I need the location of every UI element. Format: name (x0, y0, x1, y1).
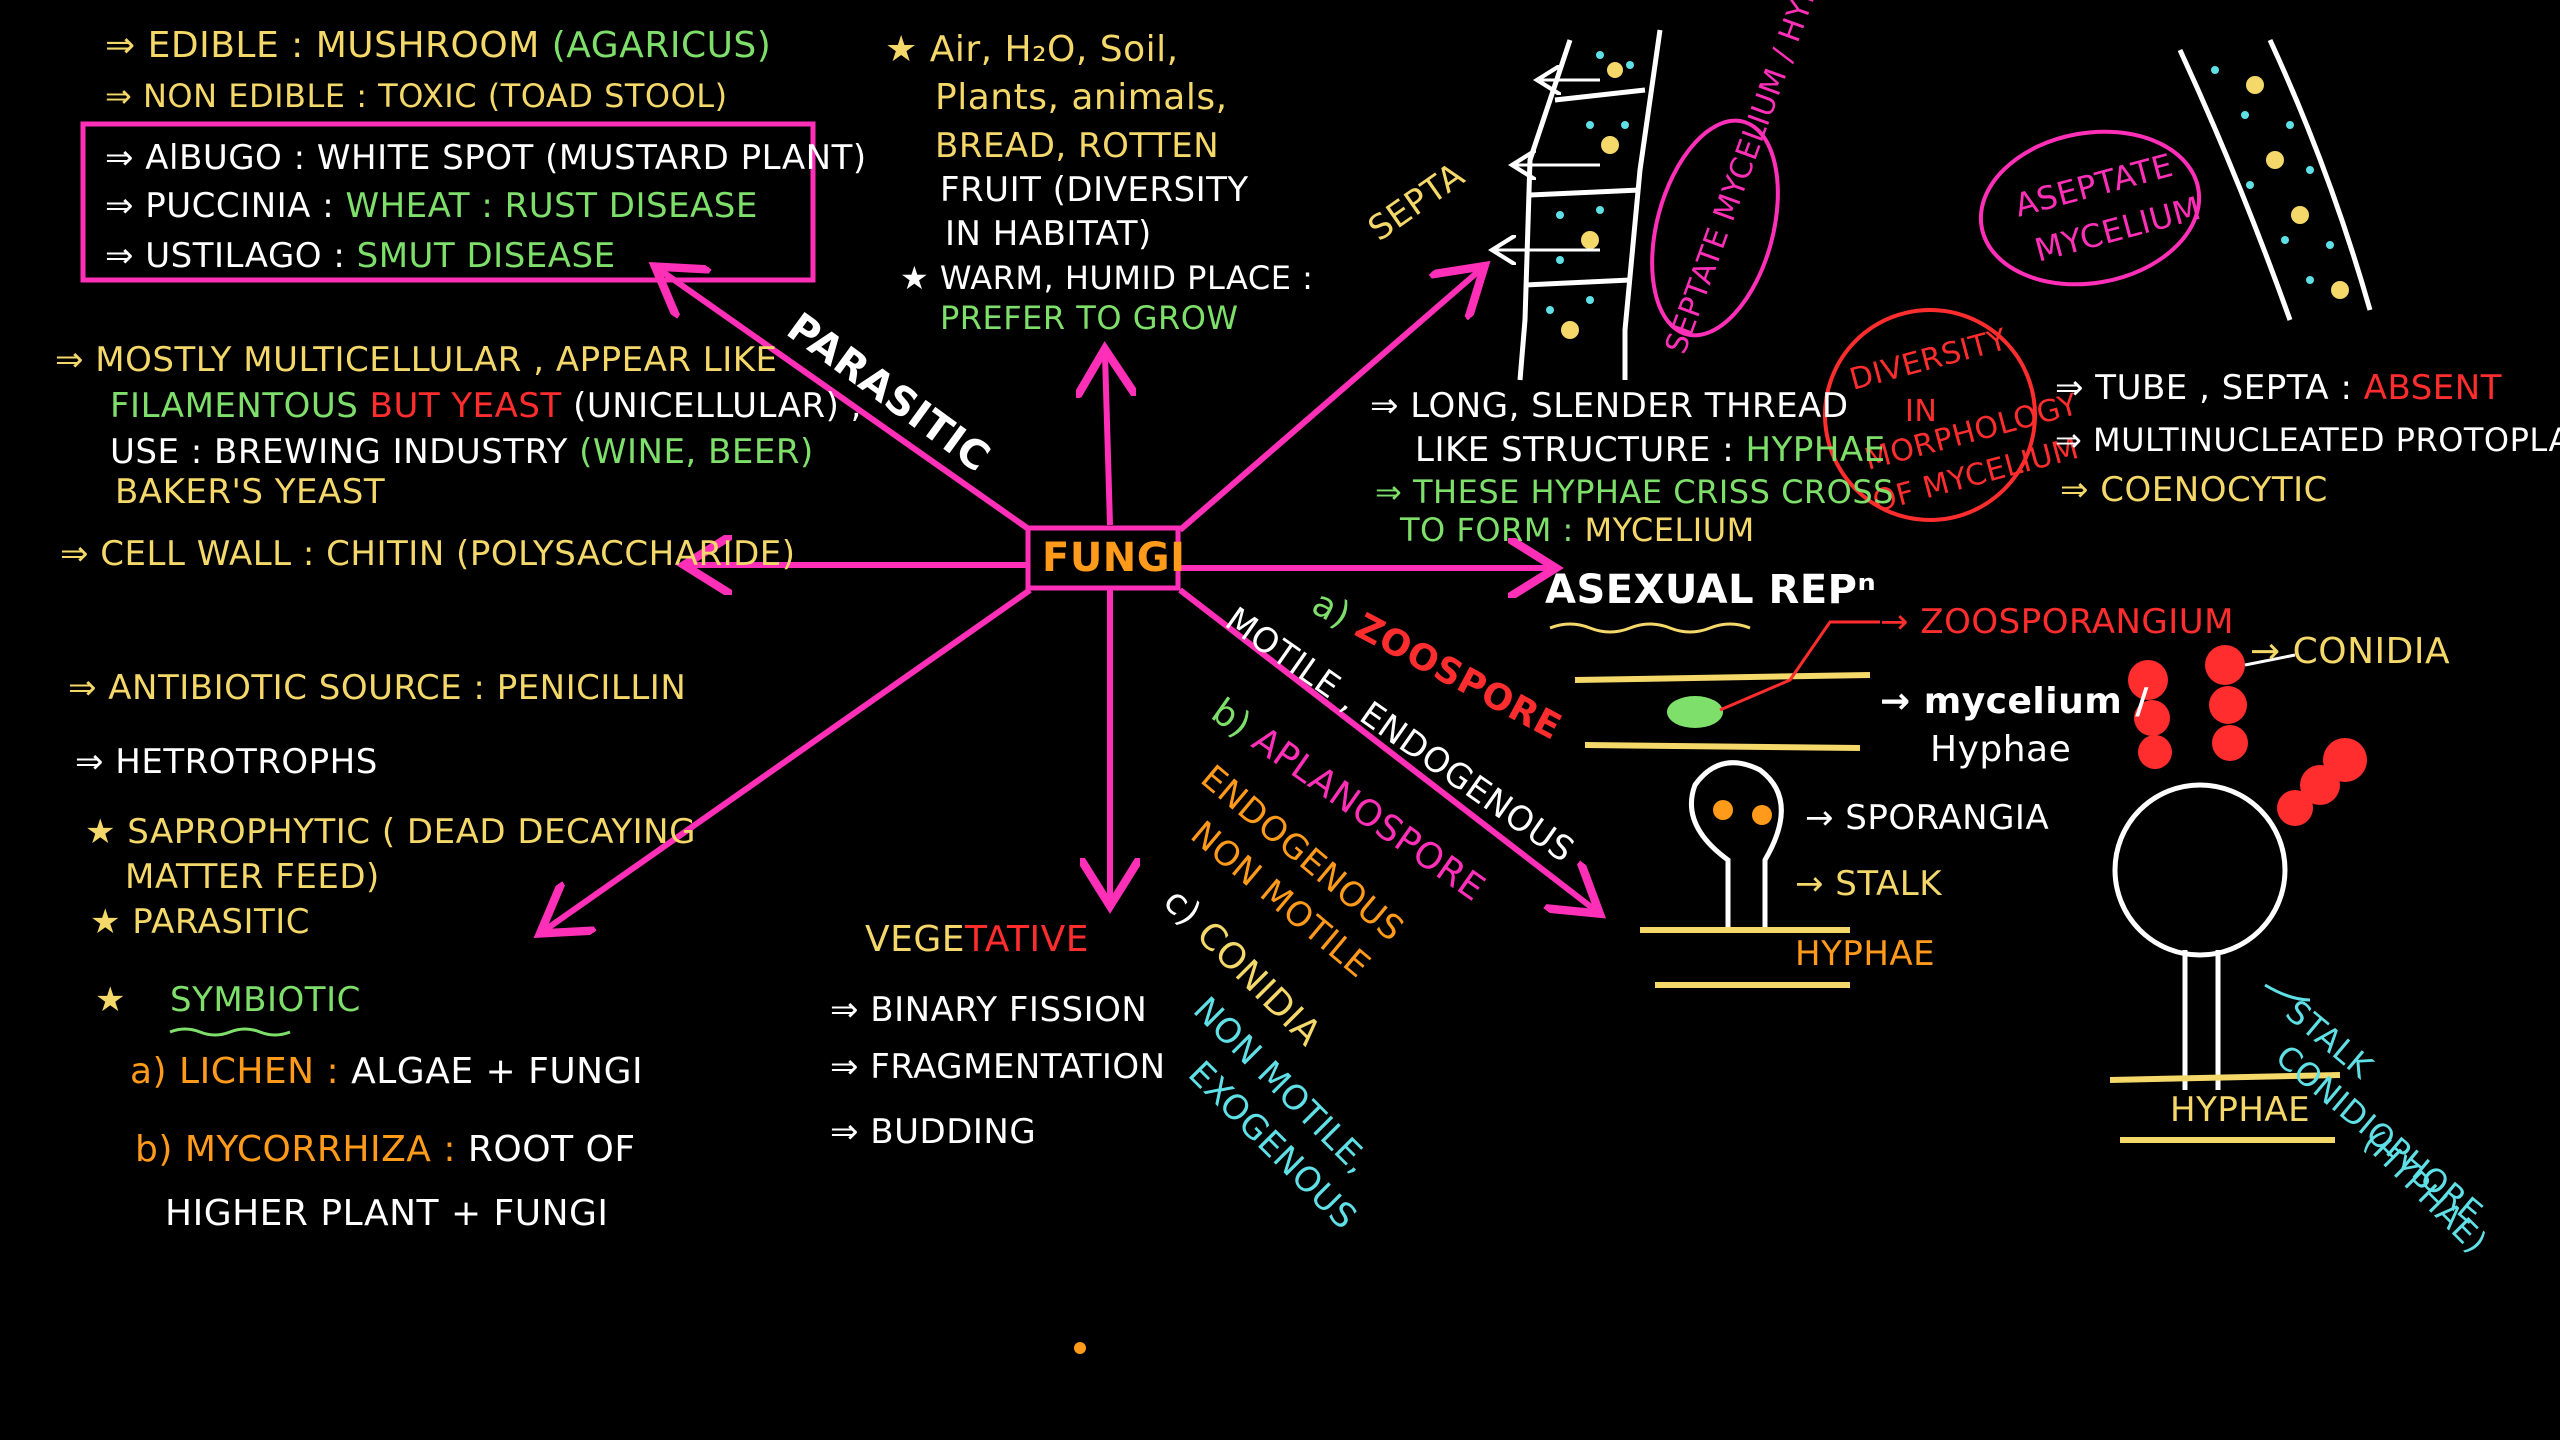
mycelium-hyphae-label-1: → mycelium / (1880, 681, 2149, 722)
ustilago-line: ⇒ USTILAGO : SMUT DISEASE (105, 236, 616, 276)
lichen-line: a) LICHEN : ALGAE + FUNGI (130, 1051, 644, 1092)
symbiotic-star: ★ (95, 980, 126, 1020)
asexual-title: ASEXUAL REPⁿ (1545, 567, 1877, 613)
mycorrhiza-line: b) MYCORRHIZA : ROOT OF (135, 1129, 636, 1170)
arrow-parasitic (660, 270, 1032, 533)
aseptate-blob (1978, 129, 2202, 287)
albugo-line: ⇒ AlBUGO : WHITE SPOT (MUSTARD PLANT) (105, 138, 867, 178)
arrow-habitat (1105, 355, 1110, 526)
pointer-dot (1074, 1342, 1086, 1354)
hyphae-label-sporangium: HYPHAE (1795, 934, 1936, 974)
hetrotrophs-line: ⇒ HETROTROPHS (75, 742, 378, 782)
diversity-blob (1823, 308, 2037, 522)
form-mycelium-line: TO FORM : MYCELIUM (1400, 511, 1755, 549)
conidia-label: → CONIDIA (2250, 631, 2451, 672)
habitat-line-7: PREFER TO GROW (940, 299, 1239, 337)
symbiotic-label: SYMBIOTIC (170, 980, 361, 1020)
budding: ⇒ BUDDING (830, 1112, 1037, 1152)
fungi-center-label: FUNGI (1042, 535, 1186, 581)
arrow-spores (1178, 587, 1595, 910)
arrow-nutrition (545, 587, 1032, 930)
puccinia-line: ⇒ PUCCINIA : WHEAT : RUST DISEASE (105, 186, 758, 226)
sporangia-label: → SPORANGIA (1805, 798, 2050, 838)
multicellular-line: ⇒ MOSTLY MULTICELLULAR , APPEAR LIKE (55, 340, 778, 380)
zoosporangium-label: → ZOOSPORANGIUM (1880, 602, 2234, 642)
long-slender-line: ⇒ LONG, SLENDER THREAD (1370, 386, 1849, 426)
habitat-line-5: IN HABITAT) (945, 214, 1152, 254)
zoosporangium-drawing (1574, 620, 1880, 751)
sporangium-drawing (1640, 760, 1850, 988)
parasitic-item: ★ PARASITIC (90, 902, 311, 942)
non-edible-line: ⇒ NON EDIBLE : TOXIC (TOAD STOOL) (105, 77, 728, 115)
mycorrhiza-line-2: HIGHER PLANT + FUNGI (165, 1193, 609, 1234)
binary-fission: ⇒ BINARY FISSION (830, 990, 1148, 1030)
diversity-label-2: IN (1905, 394, 1938, 429)
antibiotic-line: ⇒ ANTIBIOTIC SOURCE : PENICILLIN (68, 668, 687, 708)
fragmentation: ⇒ FRAGMENTATION (830, 1047, 1166, 1087)
habitat-line-3: BREAD, ROTTEN (935, 126, 1220, 166)
coenocytic-line: ⇒ COENOCYTIC (2060, 470, 2328, 510)
symbiotic-underline (169, 1027, 291, 1037)
habitat-line-2: Plants, animals, (935, 77, 1228, 118)
habitat-line-6: ★ WARM, HUMID PLACE : (900, 259, 1314, 297)
filamentous-line: FILAMENTOUS BUT YEAST (UNICELLULAR) , (110, 386, 862, 426)
arrow-mycelium (1178, 270, 1480, 533)
vegetative-title: VEGETATIVE (865, 919, 1090, 960)
cell-wall-line: ⇒ CELL WALL : CHITIN (POLYSACCHARIDE) (60, 534, 796, 574)
mycelium-hyphae-label-2: Hyphae (1930, 729, 2072, 770)
stalk-label: → STALK (1795, 864, 1943, 904)
brewing-line: USE : BREWING INDUSTRY (WINE, BEER) (110, 432, 814, 472)
edible-line: ⇒ EDIBLE : MUSHROOM (AGARICUS) (105, 25, 772, 66)
hyphae-structure-line: LIKE STRUCTURE : HYPHAE (1415, 430, 1886, 470)
multinucleated-line: ⇒ MULTINUCLEATED PROTOPLASM (2055, 421, 2560, 459)
criss-cross-line: ⇒ THESE HYPHAE CRISS CROSS (1375, 473, 1894, 511)
saprophytic-line-2: MATTER FEED) (125, 857, 380, 897)
fungi-center-box (1025, 525, 1181, 591)
septate-blob (1650, 118, 1780, 338)
habitat-line-4: FRUIT (DIVERSITY (940, 170, 1249, 210)
asexual-underline (1549, 622, 1751, 634)
habitat-line-1: ★ Air, H₂O, Soil, (885, 29, 1179, 70)
hyphae-label-conidiophore: HYPHAE (2170, 1090, 2311, 1130)
saprophytic-line: ★ SAPROPHYTIC ( DEAD DECAYING (85, 812, 696, 852)
tube-septa-line: ⇒ TUBE , SEPTA : ABSENT (2055, 368, 2502, 408)
parasitic-box (80, 121, 816, 283)
aseptate-hypha-drawing (2177, 38, 2373, 321)
septate-hypha-drawing (1517, 29, 1663, 381)
bakers-yeast-line: BAKER'S YEAST (115, 472, 386, 512)
conidiophore-drawing (2109, 645, 2367, 1143)
